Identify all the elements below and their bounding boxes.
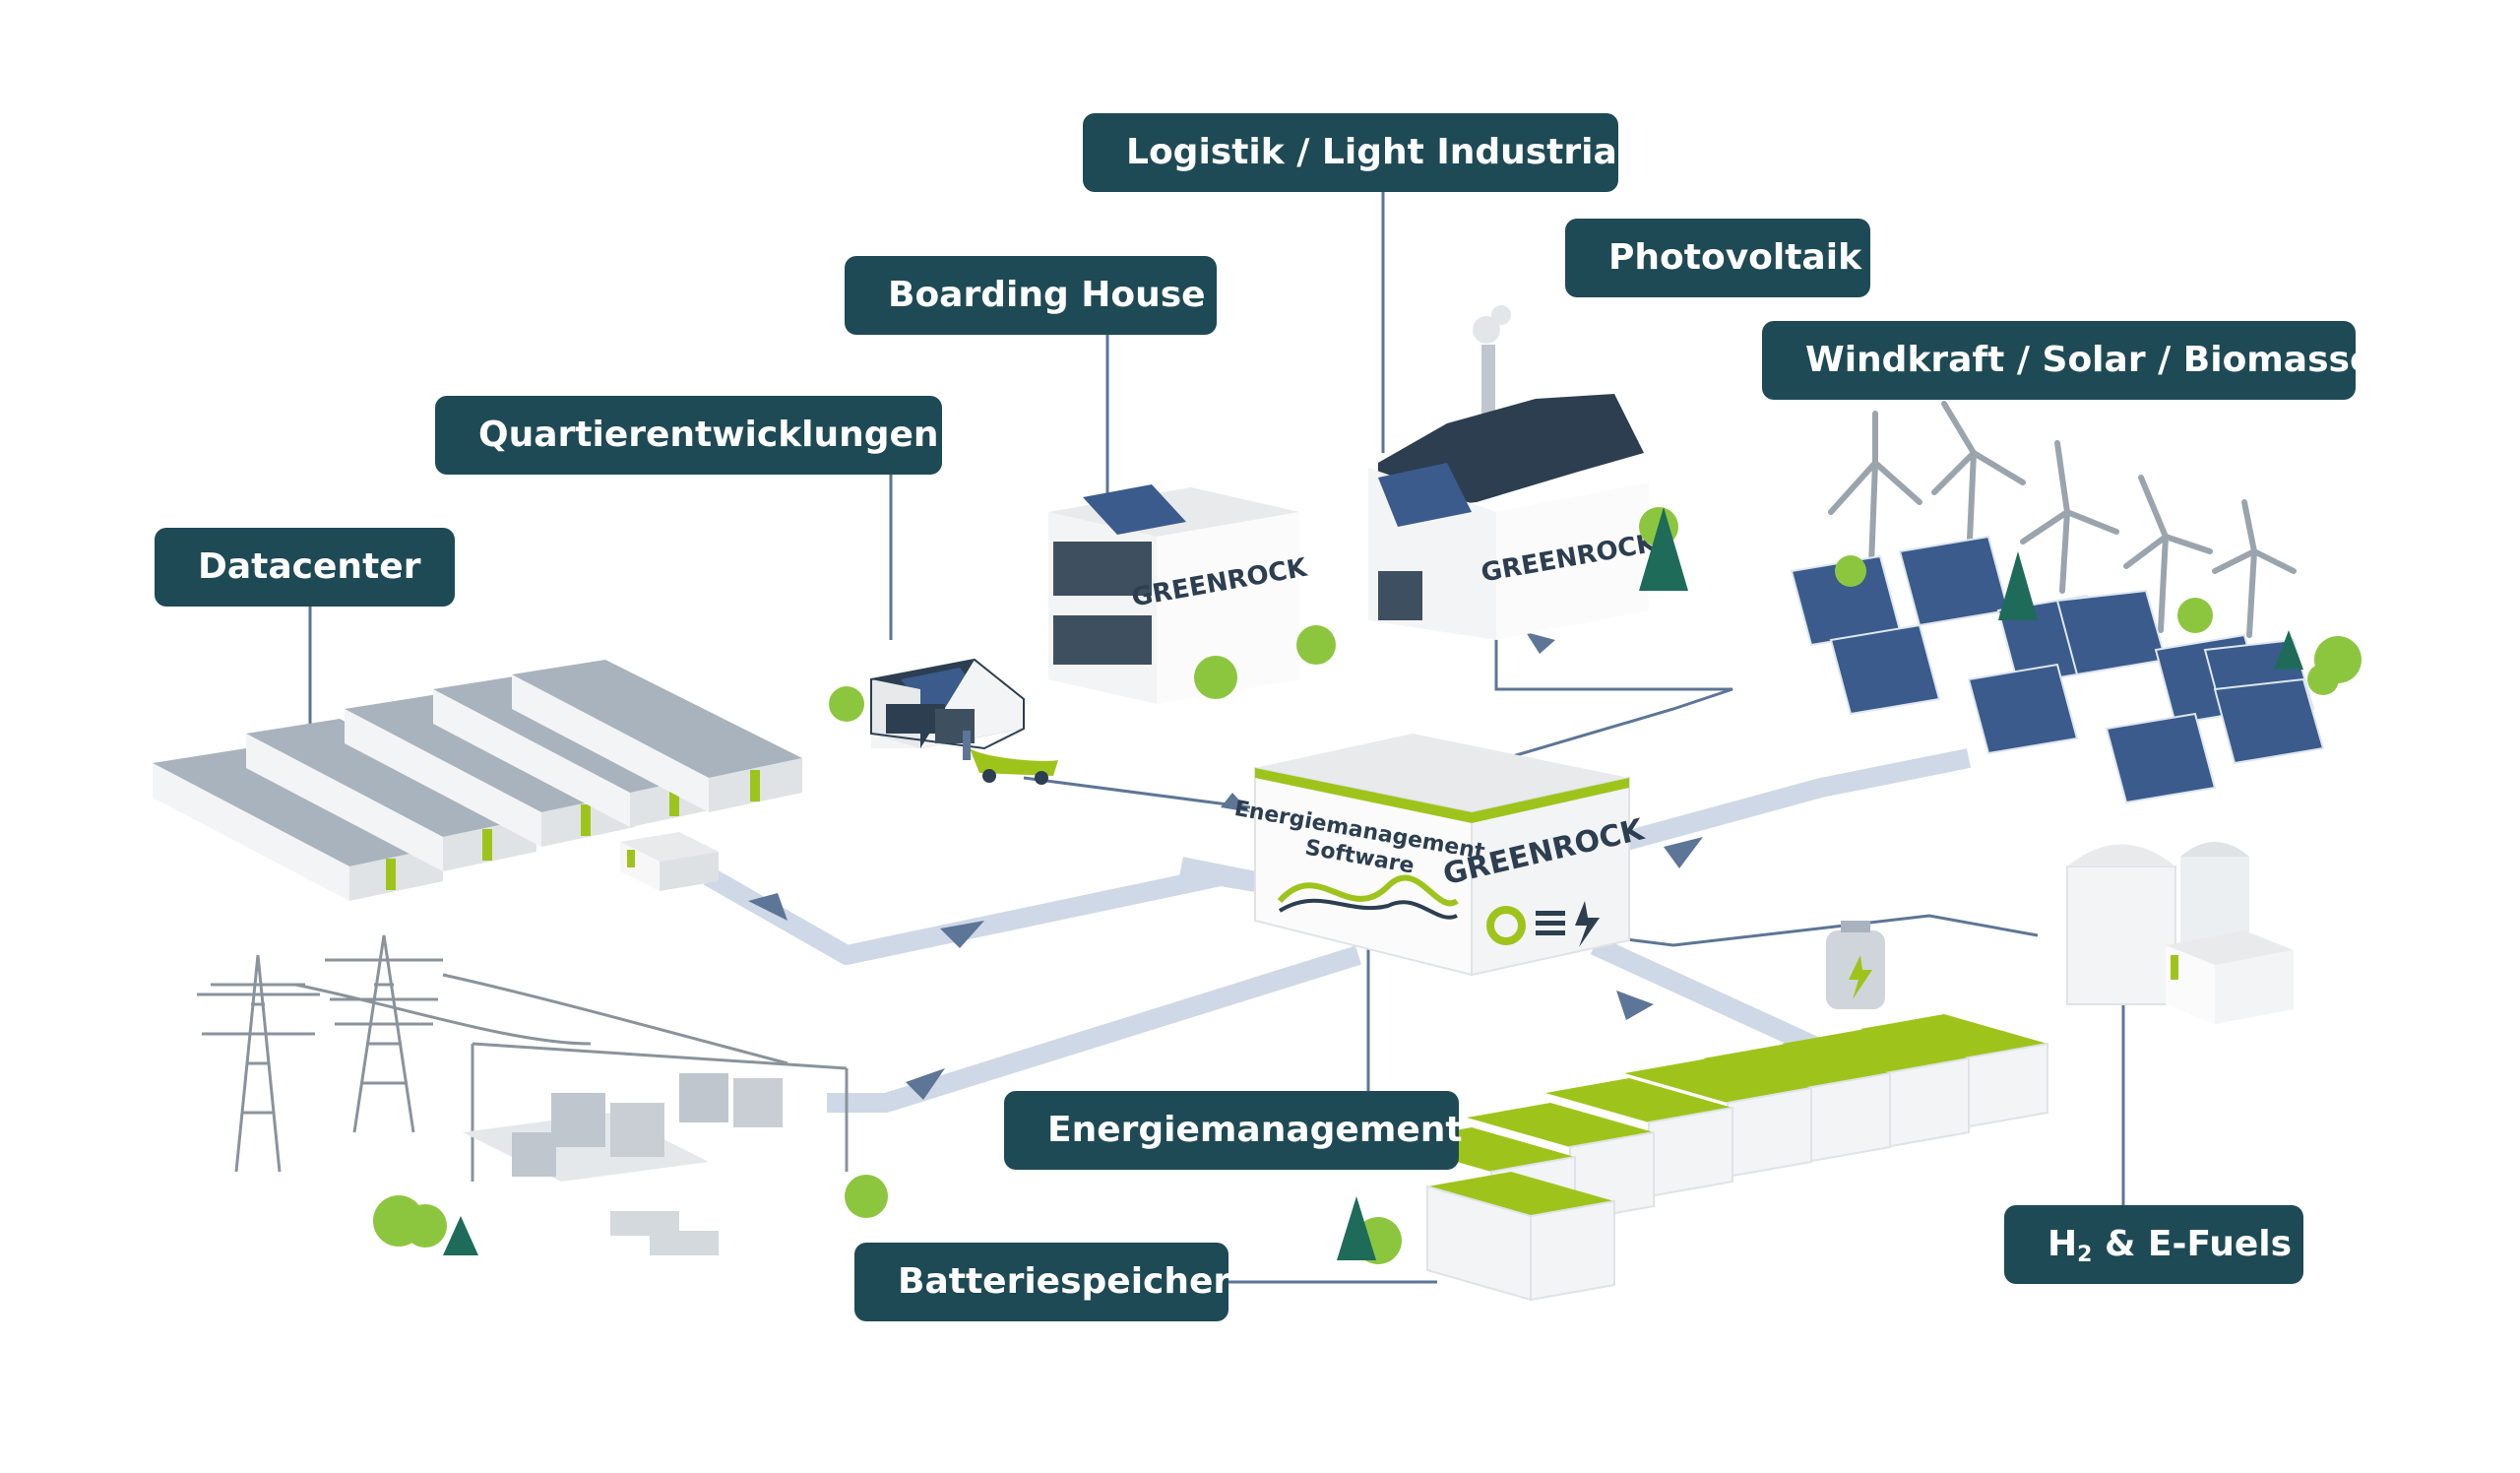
h2-prefix: H xyxy=(2048,1224,2078,1264)
datacenter-buildings xyxy=(153,660,802,901)
h2-suffix: & E-Fuels xyxy=(2092,1224,2293,1264)
label-boarding-house: Boarding House xyxy=(845,256,1217,335)
solar-field xyxy=(1790,535,2325,804)
residential-house xyxy=(870,658,1058,785)
power-grid-substation xyxy=(197,934,849,1182)
substation-equipment xyxy=(463,1073,783,1255)
h2-subscript: 2 xyxy=(2077,1243,2093,1267)
label-h2-efuels: H2 & E-Fuels xyxy=(2004,1205,2303,1284)
pine-trees xyxy=(443,507,2303,1260)
energy-management-hub: Energiemanagement Software GREENROCK xyxy=(1232,734,1649,977)
label-datacenter: Datacenter xyxy=(155,528,455,607)
label-connectors xyxy=(308,187,2125,1284)
label-windkraft: Windkraft / Solar / Biomasse xyxy=(1762,321,2373,400)
battery-storage xyxy=(1388,921,2048,1302)
label-photovoltaik: Photovoltaik xyxy=(1565,219,1870,297)
label-logistik: Logistik / Light Industrial xyxy=(1083,113,1629,192)
boarding-house-building: GREENROCK xyxy=(1048,484,1310,704)
wind-turbines xyxy=(1828,401,2297,638)
thin-flow-lines xyxy=(1023,630,2039,947)
factory-building: GREENROCK xyxy=(1368,305,1660,640)
label-quartierentwicklungen: Quartierentwicklungen xyxy=(435,396,942,475)
hydrogen-tanks xyxy=(2066,842,2294,1024)
label-batteriespeicher: Batteriespeicher xyxy=(854,1243,1230,1321)
label-energiemanagement: Energiemanagement xyxy=(1004,1091,1463,1170)
flow-arrows xyxy=(748,632,1703,1100)
